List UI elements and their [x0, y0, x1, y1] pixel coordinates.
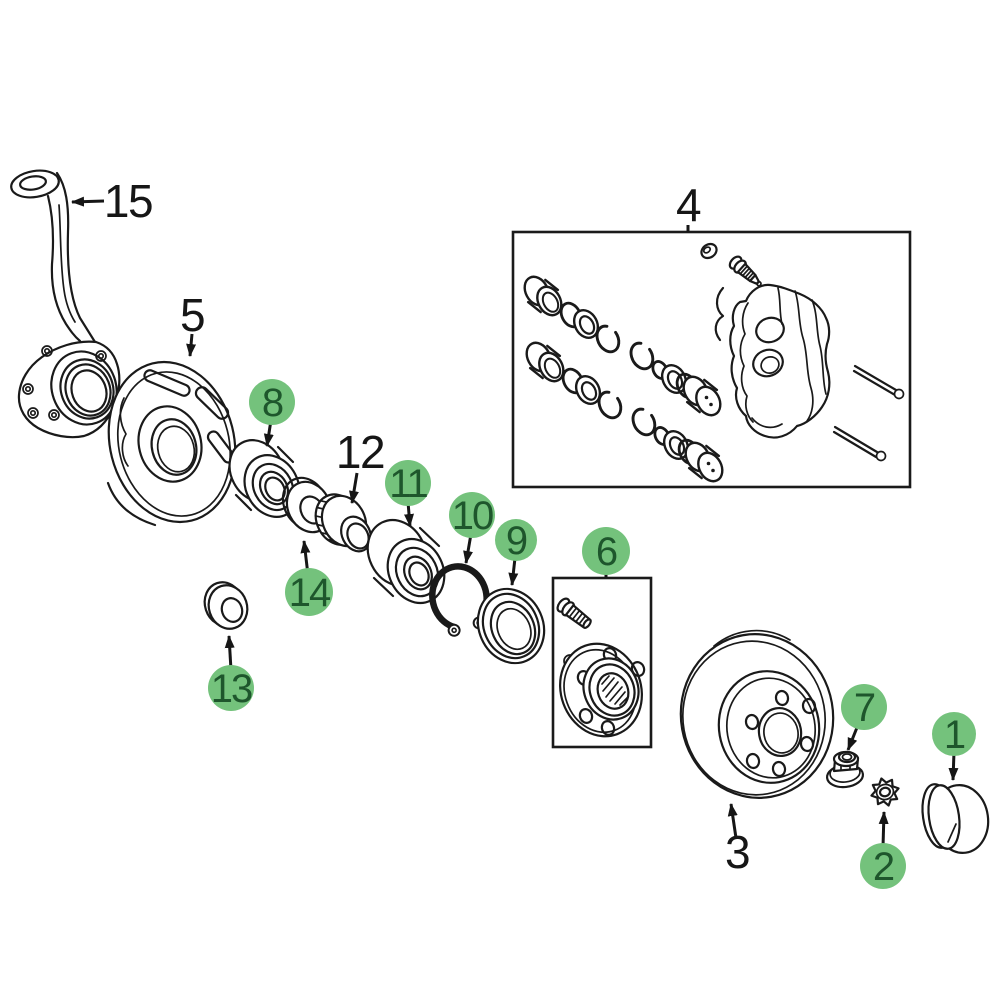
callout-15-arrow — [71, 196, 105, 207]
box-4-caliper-kit — [511, 230, 912, 489]
callout-8[interactable]: 8 — [249, 379, 295, 425]
callout-10-arrow — [463, 533, 473, 564]
callout-10-number: 10 — [452, 494, 493, 538]
part-15-knuckle — [10, 169, 121, 439]
callout-6-number: 6 — [596, 530, 617, 574]
part-3-rotor — [679, 629, 835, 799]
callout-14-number: 14 — [289, 571, 331, 615]
callout-10-circle[interactable] — [449, 492, 495, 538]
part-4-caliper — [729, 283, 831, 439]
callout-13-number: 13 — [211, 667, 252, 711]
bleeder-cap — [700, 242, 718, 260]
callout-7-circle[interactable] — [841, 684, 887, 730]
part-1-grease-cap — [921, 783, 990, 854]
part-8-bearing — [228, 439, 301, 518]
wheel-stud — [556, 597, 592, 629]
callout-9-number: 9 — [506, 519, 527, 563]
bleeder-screw — [728, 255, 762, 287]
callout-8-number: 8 — [262, 381, 283, 425]
callout-11-circle[interactable] — [385, 460, 431, 506]
callout-10[interactable]: 10 — [449, 492, 495, 538]
hose-bracket-line — [714, 286, 725, 342]
callout-2-circle[interactable] — [860, 843, 906, 889]
callout-9-circle[interactable] — [495, 519, 537, 561]
callout-1-circle[interactable] — [932, 712, 976, 756]
callout-arrows — [71, 196, 959, 848]
part-6-hub — [559, 642, 646, 738]
callout-7-number: 7 — [854, 686, 875, 730]
callout-11[interactable]: 11 — [385, 460, 431, 506]
callout-2[interactable]: 2 — [860, 843, 906, 889]
callout-4-label: 4 — [676, 179, 701, 231]
callout-5-arrow — [186, 333, 197, 357]
callout-8-circle[interactable] — [249, 379, 295, 425]
callout-5-label: 5 — [180, 289, 204, 341]
callout-13-arrow — [224, 635, 235, 671]
callout-7[interactable]: 7 — [841, 684, 887, 730]
callout-14[interactable]: 14 — [285, 568, 333, 616]
callout-9[interactable]: 9 — [495, 519, 537, 563]
callout-6[interactable]: 6 — [582, 527, 630, 575]
part-11-bearing — [366, 518, 446, 605]
callout-13-circle[interactable] — [208, 665, 254, 711]
callout-14-circle[interactable] — [285, 568, 333, 616]
callout-1[interactable]: 1 — [932, 712, 976, 757]
callout-12-label: 12 — [336, 426, 384, 478]
callout-11-number: 11 — [389, 462, 427, 506]
callout-7-arrow — [846, 724, 860, 751]
callout-9-arrow — [508, 557, 519, 586]
part-9-seal — [476, 587, 546, 665]
part-12-bearing — [314, 493, 372, 553]
callout-6-circle[interactable] — [582, 527, 630, 575]
part-5-dust-shield — [106, 360, 237, 527]
callout-1-arrow — [948, 751, 959, 781]
callout-2-number: 2 — [873, 845, 894, 889]
caliper-slide-pins — [832, 364, 905, 462]
callout-15-label: 15 — [104, 175, 152, 227]
callout-11-arrow — [404, 501, 414, 527]
callout-12-arrow — [349, 472, 359, 504]
callout-13[interactable]: 13 — [208, 665, 254, 711]
part-7-nut — [825, 750, 865, 789]
callout-1-number: 1 — [944, 713, 965, 757]
callout-2-arrow — [878, 811, 889, 848]
part-13-ring — [203, 581, 249, 630]
callout-3-label: 3 — [725, 826, 749, 878]
callout-3-arrow — [727, 803, 738, 839]
box-6-hub — [551, 558, 653, 749]
part-2-lock-washer — [870, 777, 900, 807]
